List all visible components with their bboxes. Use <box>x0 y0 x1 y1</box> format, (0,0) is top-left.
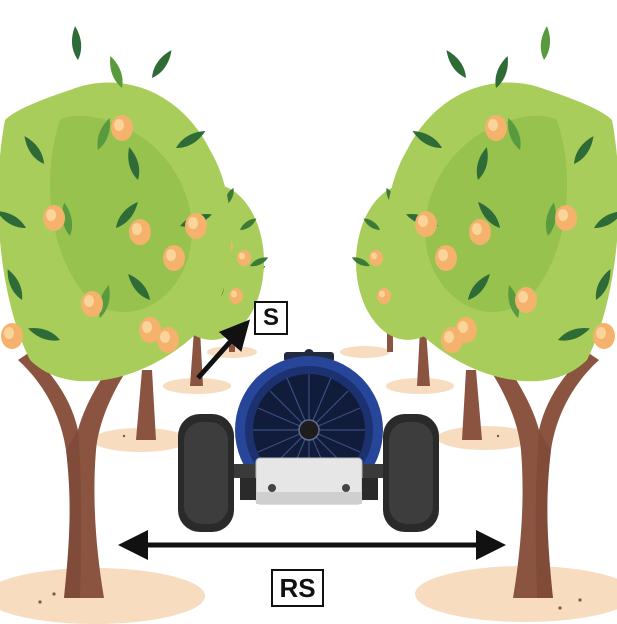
sprayer-vehicle <box>178 349 439 532</box>
spacing-label: S <box>254 301 288 335</box>
tree-behind-right <box>462 370 482 440</box>
row-spacing-label: RS <box>271 569 324 607</box>
chassis <box>232 458 386 504</box>
right-tire <box>383 414 439 532</box>
tree-behind-left <box>136 370 156 440</box>
left-tire <box>178 414 234 532</box>
ground-patch <box>340 346 390 358</box>
